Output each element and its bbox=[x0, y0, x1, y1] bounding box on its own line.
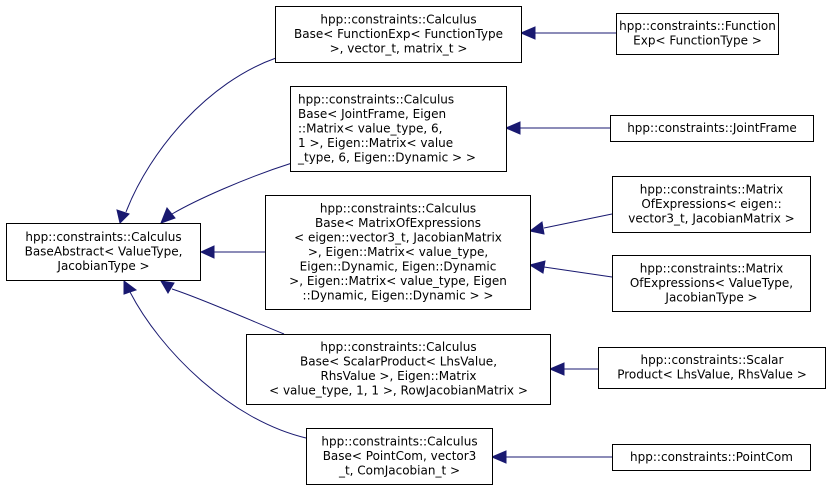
class-node-base[interactable]: hpp::constraints::CalculusBaseAbstract< … bbox=[6, 223, 201, 281]
inheritance-edge-cb_pointcom-to-base bbox=[123, 280, 307, 439]
inheritance-edge-moe_valuetype-to-cb_matrixofexpressions bbox=[528, 260, 613, 278]
class-node-moe-valuetype[interactable]: hpp::constraints::MatrixOfExpressions< V… bbox=[612, 255, 811, 312]
class-node-label-line: Base< PointCom, vector3 bbox=[323, 449, 477, 463]
class-node-jointframe[interactable]: hpp::constraints::JointFrame bbox=[610, 115, 814, 142]
class-node-label-line: hpp::constraints::Matrix bbox=[640, 261, 783, 275]
class-node-box bbox=[598, 347, 826, 389]
edge-arrowhead bbox=[116, 209, 130, 224]
edge-line bbox=[125, 57, 277, 213]
inheritance-edge-cb_functionexp-to-base bbox=[116, 57, 277, 224]
edge-arrowhead bbox=[519, 26, 536, 40]
class-node-label-line: 1 >, Eigen::Matrix< value bbox=[298, 136, 453, 150]
inheritance-edge-cb_scalarproduct-to-base bbox=[160, 280, 285, 335]
class-node-scalarproduct[interactable]: hpp::constraints::ScalarProduct< LhsValu… bbox=[598, 347, 826, 389]
class-node-label-line: >, vector_t, matrix_t > bbox=[330, 41, 468, 55]
class-node-label-line: hpp::constraints::Calculus bbox=[320, 201, 476, 215]
edges-layer bbox=[116, 26, 616, 464]
class-node-box bbox=[290, 86, 507, 172]
class-node-moe-vector3[interactable]: hpp::constraints::MatrixOfExpressions< e… bbox=[612, 176, 811, 233]
class-node-functionexp[interactable]: hpp::constraints::FunctionExp< FunctionT… bbox=[616, 13, 779, 55]
class-node-label-line: Product< LhsValue, RhsValue > bbox=[617, 368, 807, 382]
class-node-box bbox=[612, 176, 811, 233]
class-node-label-line: OfExpressions< eigen:: bbox=[641, 197, 781, 211]
nodes-layer: hpp::constraints::CalculusBaseAbstract< … bbox=[6, 6, 826, 485]
edge-line bbox=[171, 288, 285, 335]
edge-arrowhead bbox=[160, 207, 176, 224]
class-node-pointcom[interactable]: hpp::constraints::PointCom bbox=[612, 444, 811, 471]
class-node-box bbox=[612, 255, 811, 312]
edge-line bbox=[543, 213, 613, 229]
edge-arrowhead bbox=[123, 280, 138, 295]
class-node-label-line: < value_type, 1, 1 >, RowJacobianMatrix … bbox=[269, 384, 528, 398]
class-node-label-line: < eigen::vector3_t, JacobianMatrix bbox=[294, 230, 502, 244]
class-node-label-line: Eigen::Dynamic, Eigen::Dynamic bbox=[300, 259, 497, 273]
class-node-box bbox=[616, 13, 779, 55]
class-node-label-line: >, Eigen::Matrix< value_type, bbox=[308, 245, 488, 259]
class-node-label-line: hpp::constraints::Calculus bbox=[320, 340, 476, 354]
inheritance-edge-scalarproduct-to-cb_scalarproduct bbox=[548, 362, 598, 376]
class-node-box bbox=[610, 115, 814, 142]
edge-arrowhead bbox=[199, 245, 215, 259]
class-node-box bbox=[306, 428, 493, 485]
class-node-label-line: hpp::constraints::Scalar bbox=[641, 353, 784, 367]
inheritance-edge-moe_vector3-to-cb_matrixofexpressions bbox=[528, 213, 613, 235]
class-node-label-line: hpp::constraints::Calculus bbox=[25, 230, 181, 244]
class-node-label-line: ::Dynamic, Eigen::Dynamic > > bbox=[303, 288, 494, 302]
class-node-label-line: JacobianType > bbox=[56, 259, 149, 273]
edge-arrowhead bbox=[504, 121, 521, 135]
class-node-label-line: Base< ScalarProduct< LhsValue, bbox=[300, 355, 497, 369]
class-node-label-line: RhsValue >, Eigen::Matrix bbox=[320, 369, 476, 383]
inheritance-edge-pointcom-to-cb_pointcom bbox=[490, 450, 612, 464]
class-node-label-line: JacobianType > bbox=[664, 290, 757, 304]
class-node-label-line: >, Eigen::Matrix< value_type, Eigen bbox=[289, 274, 507, 288]
edge-line bbox=[543, 266, 613, 278]
class-node-label-line: vector3_t, JacobianMatrix > bbox=[628, 211, 794, 225]
edge-arrowhead bbox=[528, 221, 545, 235]
edge-arrowhead bbox=[160, 280, 175, 294]
class-node-label-line: hpp::constraints::Calculus bbox=[298, 92, 454, 106]
class-node-label-line: Exp< FunctionType > bbox=[633, 34, 762, 48]
class-node-label-line: hpp::constraints::Function bbox=[619, 19, 776, 33]
class-node-box bbox=[275, 6, 522, 63]
class-node-label-line: BaseAbstract< ValueType, bbox=[25, 244, 183, 258]
inheritance-edge-jointframe-to-cb_jointframe bbox=[504, 121, 610, 135]
inheritance-edge-cb_matrixofexpressions-to-base bbox=[199, 245, 265, 259]
class-node-box bbox=[612, 444, 811, 471]
class-node-label-line: Base< MatrixOfExpressions bbox=[315, 216, 481, 230]
class-node-box bbox=[6, 223, 201, 281]
inheritance-edge-functionexp-to-cb_functionexp bbox=[519, 26, 616, 40]
edge-line bbox=[171, 162, 293, 215]
class-node-label-line: hpp::constraints::PointCom bbox=[630, 450, 793, 464]
class-node-label-line: hpp::constraints::JointFrame bbox=[627, 121, 797, 135]
class-node-label-line: hpp::constraints::Calculus bbox=[321, 434, 477, 448]
class-node-box bbox=[246, 334, 551, 405]
class-node-label-line: hpp::constraints::Calculus bbox=[320, 12, 476, 26]
class-node-label-line: OfExpressions< ValueType, bbox=[630, 276, 793, 290]
class-node-label-line: ::Matrix< value_type, 6, bbox=[298, 121, 442, 135]
edge-arrowhead bbox=[548, 362, 565, 376]
class-node-box bbox=[265, 195, 531, 310]
class-node-label-line: _t, ComJacobian_t > bbox=[338, 463, 460, 477]
edge-arrowhead bbox=[528, 260, 546, 274]
inheritance-edge-cb_jointframe-to-base bbox=[160, 162, 293, 224]
edge-arrowhead bbox=[490, 450, 507, 464]
class-node-label-line: Base< JointFrame, Eigen bbox=[298, 107, 446, 121]
edge-line bbox=[129, 291, 307, 439]
class-node-label-line: hpp::constraints::Matrix bbox=[640, 182, 783, 196]
class-node-label-line: _type, 6, Eigen::Dynamic > > bbox=[297, 150, 476, 164]
class-node-label-line: Base< FunctionExp< FunctionType bbox=[294, 27, 503, 41]
